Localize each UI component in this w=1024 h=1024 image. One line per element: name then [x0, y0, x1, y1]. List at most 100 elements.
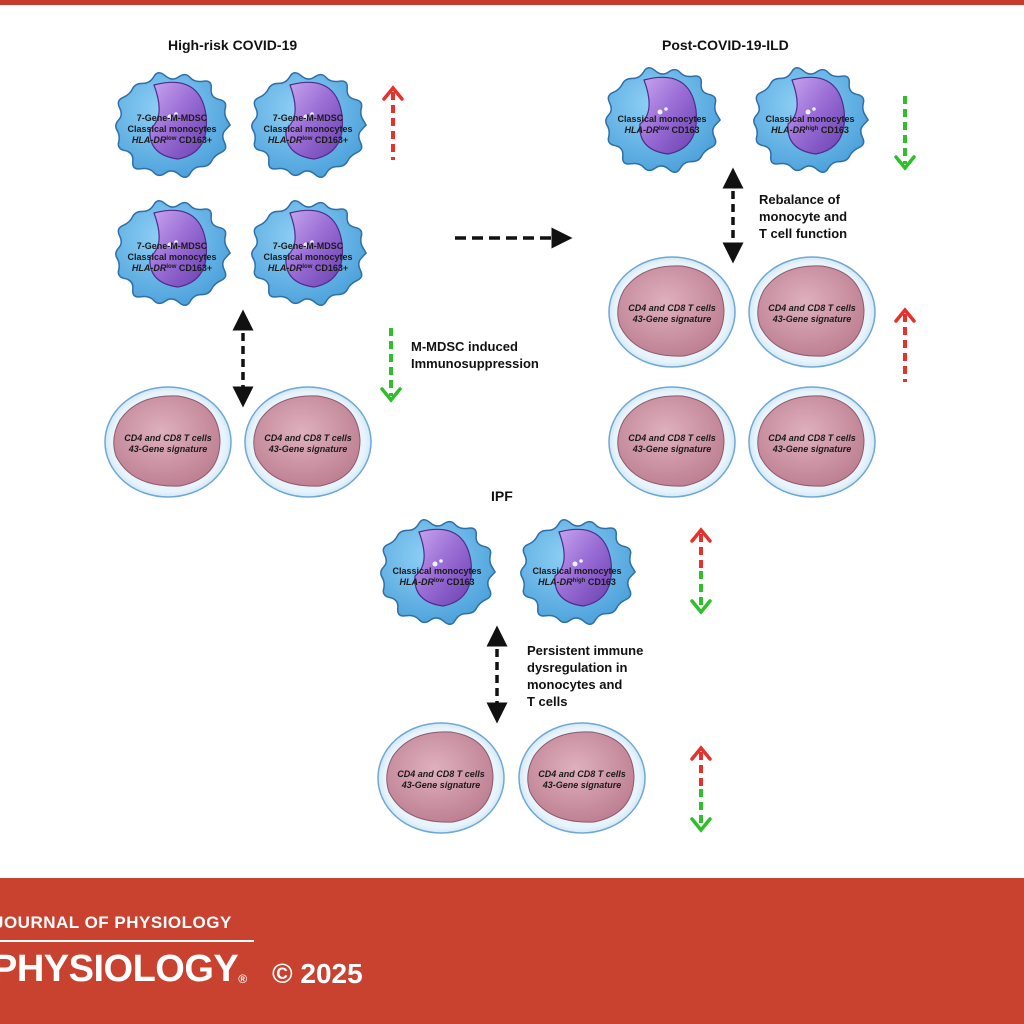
copyright-text: © 2025: [272, 958, 363, 989]
nucleus-shape: [554, 528, 613, 607]
tcell-nucleus: [527, 731, 635, 823]
note-line: monocyte and: [759, 209, 848, 224]
monocyte-label-marker: HLA-DRlow CD163+: [268, 135, 348, 145]
monocyte-label-marker: HLA-DRhigh CD163: [538, 577, 616, 587]
tcell-nucleus: [386, 731, 494, 823]
nucleus-shape: [149, 81, 208, 160]
tcell-label-signature: 43-Gene signature: [632, 314, 712, 324]
tcell-label-type: CD4 and CD8 T cells: [538, 769, 626, 779]
note-line: T cells: [527, 694, 568, 709]
note-line: Rebalance of: [759, 192, 840, 207]
monocyte-label-type: Classical monocytes: [392, 566, 481, 576]
tcell-label-signature: 43-Gene signature: [128, 444, 208, 454]
ipf-monocyte-bidirectional-arrow-down-head: [690, 599, 712, 615]
vesicle-dot: [310, 112, 314, 116]
tcell-label-signature: 43-Gene signature: [772, 314, 852, 324]
nucleus-shape: [149, 209, 208, 288]
top-accent-bar: [0, 0, 1024, 5]
vesicle-dot: [432, 561, 438, 567]
note-line: dysregulation in: [527, 660, 628, 675]
post-covid-monocyte-down-arrow-head: [894, 155, 916, 171]
tcell-label-type: CD4 and CD8 T cells: [768, 303, 856, 313]
note-line: M-MDSC induced: [411, 339, 518, 354]
brand-wordmark: PHYSIOLOGY®: [0, 948, 247, 991]
tcell-label-signature: 43-Gene signature: [542, 780, 622, 790]
monocyte-label-type: Classical monocytes: [127, 124, 216, 134]
tcell-label-signature: 43-Gene signature: [401, 780, 481, 790]
note-rebalance: Rebalance of monocyte and T cell functio…: [759, 191, 847, 242]
vesicle-dot: [439, 559, 443, 563]
tcell-nucleus: [757, 265, 865, 357]
vesicle-dot: [303, 114, 309, 120]
note-mmdsc-immunosuppression: M-MDSC induced Immunosuppression: [411, 338, 539, 372]
monocyte-label-marker: HLA-DRlow CD163+: [132, 135, 212, 145]
vesicle-dot: [572, 561, 578, 567]
monocyte-label-type: Classical monocytes: [617, 114, 706, 124]
monocyte-label-gene: 7-Gene-M-MDSC: [273, 241, 344, 251]
tcell-label-type: CD4 and CD8 T cells: [124, 433, 212, 443]
vesicle-dot: [657, 109, 663, 115]
monocyte-label-marker: HLA-DRlow CD163: [399, 577, 474, 587]
vesicle-dot: [310, 240, 314, 244]
tcell-label-signature: 43-Gene signature: [632, 444, 712, 454]
monocyte-label-marker: HLA-DRlow CD163: [624, 125, 699, 135]
registered-mark: ®: [238, 972, 247, 986]
brand-text: PHYSIOLOGY: [0, 948, 239, 990]
vesicle-dot: [303, 242, 309, 248]
nucleus-shape: [639, 76, 698, 155]
tcell-label-type: CD4 and CD8 T cells: [397, 769, 485, 779]
monocyte-label-type: Classical monocytes: [263, 252, 352, 262]
monocyte-label-type: Classical monocytes: [127, 252, 216, 262]
vesicle-dot: [664, 107, 668, 111]
tcell-nucleus: [253, 395, 361, 487]
title-ipf: IPF: [491, 488, 513, 504]
note-line: monocytes and: [527, 677, 623, 692]
post-covid-tcell-up-arrow-head: [894, 307, 916, 323]
title-high-risk-covid: High-risk COVID-19: [168, 37, 298, 53]
vesicle-dot: [174, 112, 178, 116]
monocyte-label-gene: 7-Gene-M-MDSC: [273, 113, 344, 123]
tcell-nucleus: [617, 395, 725, 487]
monocyte-label-gene: 7-Gene-M-MDSC: [137, 241, 208, 251]
tcell-label-type: CD4 and CD8 T cells: [628, 303, 716, 313]
monocyte-label-marker: HLA-DRlow CD163+: [132, 263, 212, 273]
tcell-nucleus: [757, 395, 865, 487]
monocyte-label-gene: 7-Gene-M-MDSC: [137, 113, 208, 123]
nucleus-shape: [285, 209, 344, 288]
ipf-tcell-bidirectional-arrow-up-head: [690, 745, 712, 761]
vesicle-dot: [812, 107, 816, 111]
nucleus-shape: [414, 528, 473, 607]
tcell-label-type: CD4 and CD8 T cells: [264, 433, 352, 443]
vesicle-dot: [174, 240, 178, 244]
monocyte-label-type: Classical monocytes: [765, 114, 854, 124]
monocyte-label-marker: HLA-DRhigh CD163: [771, 125, 849, 135]
ipf-monocyte-bidirectional-arrow-up-head: [690, 527, 712, 543]
note-line: Immunosuppression: [411, 356, 539, 371]
note-line: Persistent immune: [527, 643, 644, 658]
nucleus-shape: [285, 81, 344, 160]
tcell-label-type: CD4 and CD8 T cells: [628, 433, 716, 443]
tcell-label-signature: 43-Gene signature: [772, 444, 852, 454]
journal-name: JOURNAL OF PHYSIOLOGY: [0, 913, 232, 932]
nucleus-shape: [787, 76, 846, 155]
monocyte-label-marker: HLA-DRlow CD163+: [268, 263, 348, 273]
note-line: T cell function: [759, 226, 848, 241]
footer-divider: [0, 940, 254, 942]
vesicle-dot: [805, 109, 811, 115]
